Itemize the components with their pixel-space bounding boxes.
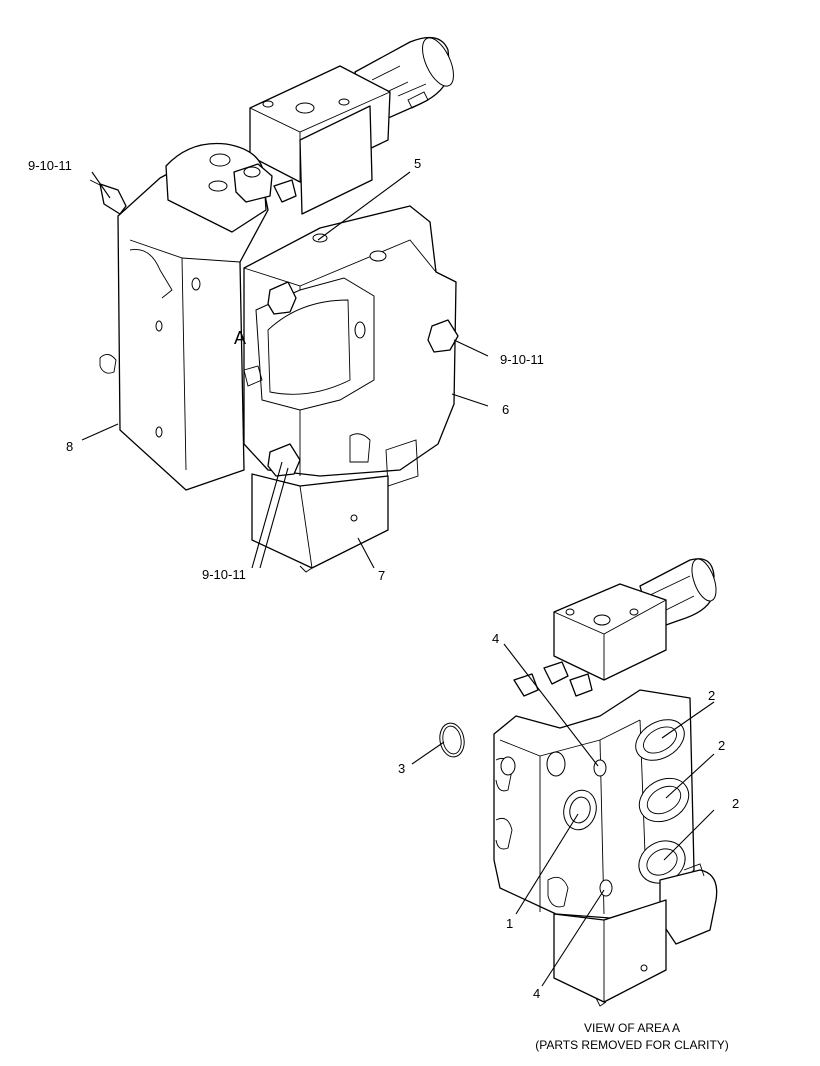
callout-8: 8 xyxy=(66,439,73,454)
top-ports xyxy=(165,142,297,233)
view-orings-2 xyxy=(635,719,690,884)
view-callout-3: 3 xyxy=(398,761,405,776)
view-callout-1: 1 xyxy=(506,916,513,931)
callout-9-10-11-left: 9-10-11 xyxy=(28,158,72,173)
view-lower-solenoid xyxy=(659,863,718,945)
area-a-view xyxy=(439,558,718,1007)
view-port-1 xyxy=(563,789,597,831)
callout-9-10-11-bottom: 9-10-11 xyxy=(202,567,246,582)
area-a-marker: A xyxy=(234,328,246,348)
view-callout-2-b: 2 xyxy=(718,738,725,753)
view-callout-4-bottom: 4 xyxy=(533,986,540,1001)
callout-9-10-11-right: 9-10-11 xyxy=(500,352,544,367)
relief-valve-fitting xyxy=(89,179,127,215)
view-callout-4-top: 4 xyxy=(492,631,499,646)
view-leader-lines xyxy=(411,643,715,987)
callout-6: 6 xyxy=(502,402,509,417)
callout-5: 5 xyxy=(414,156,421,171)
top-leader-lines xyxy=(81,171,489,569)
top-valve-assembly: A xyxy=(89,36,459,573)
callout-7: 7 xyxy=(378,568,385,583)
view-callout-2-a: 2 xyxy=(708,688,715,703)
view-solenoid-block xyxy=(553,583,667,681)
view-seal-3 xyxy=(439,722,516,776)
bottom-block xyxy=(251,473,389,573)
view-bottom-block xyxy=(553,899,667,1007)
view-callout-2-c: 2 xyxy=(732,796,739,811)
view-caption-title: VIEW OF AREA A xyxy=(584,1021,680,1035)
front-valve-section xyxy=(243,205,459,487)
view-caption-note: (PARTS REMOVED FOR CLARITY) xyxy=(535,1038,729,1052)
